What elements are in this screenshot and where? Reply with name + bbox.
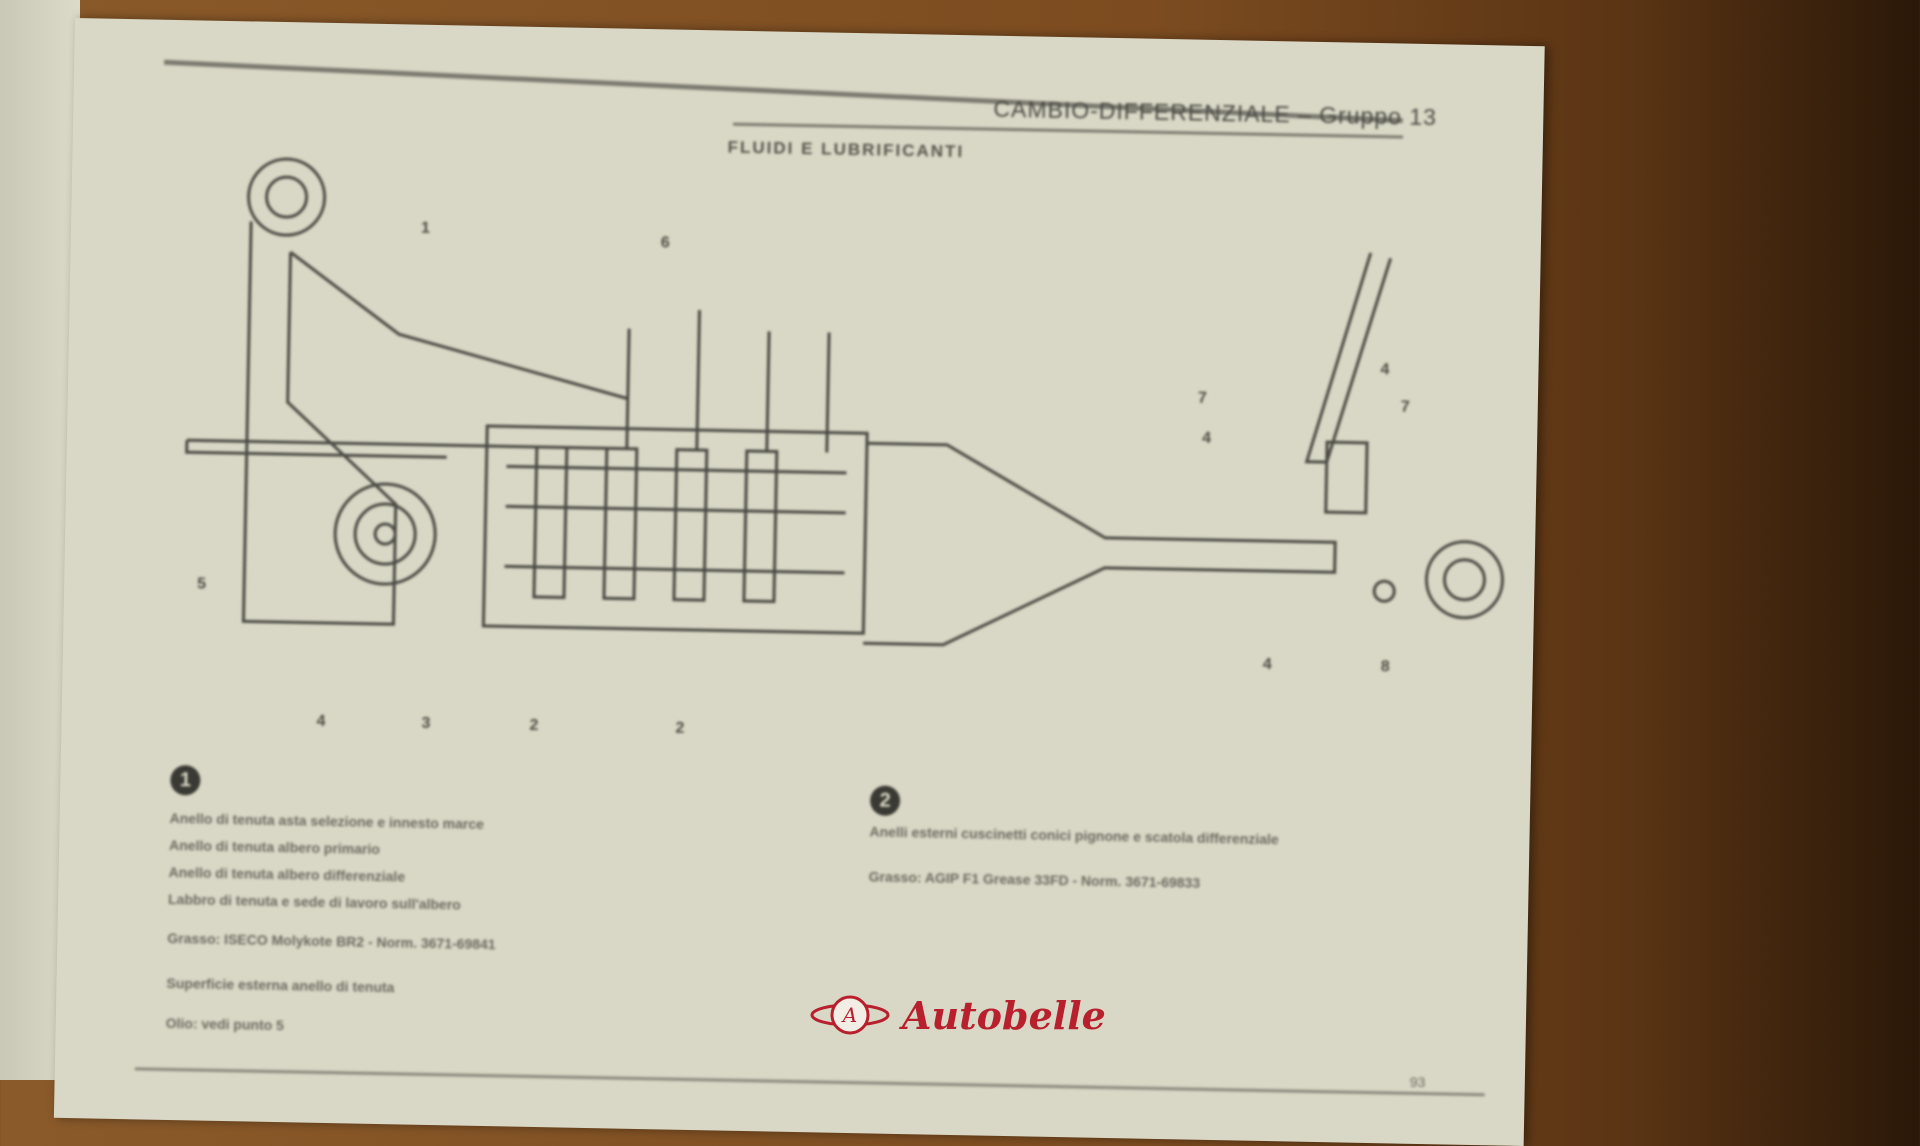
page-content: CAMBIO-DIFFERENZIALE – Gruppo 13 FLUIDI …	[75, 18, 1545, 1097]
note1-line: Anello di tenuta asta selezione e innest…	[169, 809, 485, 832]
note-badge-2: 2	[869, 785, 901, 816]
callout-7a: 7	[1197, 389, 1207, 407]
autobelle-watermark: A Autobelle	[810, 990, 1106, 1040]
note1-grease: Grasso: ISECO Molykote BR2 - Norm. 3671-…	[167, 929, 496, 953]
callout-7b: 7	[1400, 398, 1410, 416]
callout-2b: 2	[675, 719, 685, 737]
callout-3: 3	[421, 714, 431, 732]
callout-4b: 4	[1380, 361, 1390, 379]
note1-line: Anello di tenuta albero differenziale	[168, 863, 406, 885]
note1-line: Labbro di tenuta e sede di lavoro sull'a…	[167, 890, 461, 913]
callout-4a: 4	[316, 712, 326, 730]
manual-page: CAMBIO-DIFFERENZIALE – Gruppo 13 FLUIDI …	[53, 18, 1545, 1146]
callout-2a: 2	[529, 716, 539, 735]
gear-housing	[481, 310, 869, 635]
autobelle-emblem-icon: A	[810, 995, 890, 1035]
callout-6: 6	[660, 234, 670, 252]
watermark-text: Autobelle	[902, 992, 1106, 1038]
note1-line: Anello di tenuta albero primario	[168, 836, 381, 858]
svg-text:A: A	[841, 1003, 857, 1027]
page-number: 93	[1409, 1073, 1426, 1091]
gearbox-diagram	[185, 157, 1504, 647]
note2-grease: Grasso: AGIP F1 Grease 33FD - Norm. 3671…	[868, 868, 1201, 891]
extension-housing	[863, 252, 1504, 647]
callout-1: 1	[420, 219, 431, 237]
note1-surface: Superficie esterna anello di tenuta	[166, 974, 395, 996]
callout-4d: 4	[1262, 655, 1272, 674]
footer-rule	[134, 1067, 1485, 1097]
callout-8: 8	[1380, 658, 1390, 676]
note2-line: Anelli esterni cuscinetti conici pignone…	[869, 823, 1279, 848]
callout-5: 5	[196, 575, 207, 593]
note-badge-1: 1	[170, 764, 201, 796]
note1-oil: Olio: vedi punto 5	[165, 1014, 285, 1034]
callout-4c: 4	[1201, 429, 1212, 447]
